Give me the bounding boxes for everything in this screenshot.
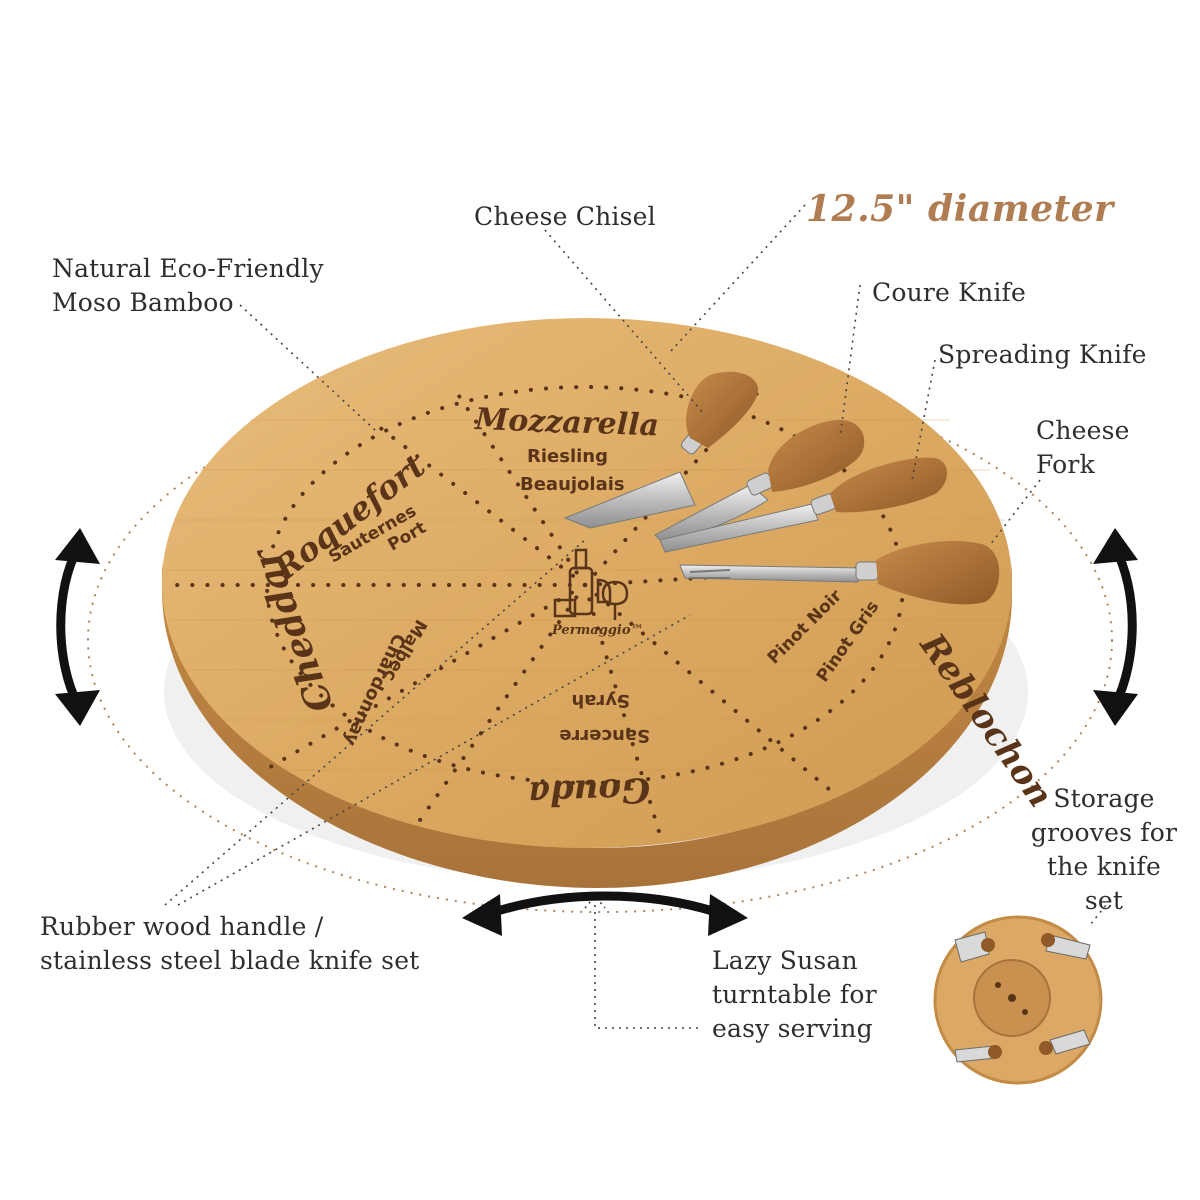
label-cheese-chisel-text: Cheese Chisel <box>474 202 656 231</box>
svg-text:Permaggio™: Permaggio™ <box>551 623 644 638</box>
label-spreading-knife: Spreading Knife <box>938 338 1147 372</box>
label-lazy-line1: Lazy Susan <box>712 946 858 975</box>
label-storage-line2: grooves for <box>1030 818 1178 847</box>
brand-logo: Permaggio™ <box>551 548 644 638</box>
label-rubber-line2: stainless steel blade knife set <box>40 946 420 975</box>
leader-lines <box>164 204 1111 1029</box>
wine-beaujolais: Beaujolais <box>520 474 625 495</box>
label-lazy-susan: Lazy Susan turntable for easy serving <box>712 944 877 1046</box>
rotate-arrow-left <box>55 528 100 726</box>
label-cheese-fork-line1: Cheese <box>1036 416 1130 445</box>
underside-inset <box>933 915 1103 1085</box>
label-natural-bamboo: Natural Eco-Friendly Moso Bamboo <box>52 252 324 320</box>
label-cheese-chisel: Cheese Chisel <box>474 200 656 234</box>
cheese-chisel <box>563 371 759 529</box>
label-storage-line3: the knife set <box>1047 852 1161 915</box>
label-coure-knife-text: Coure Knife <box>872 278 1026 307</box>
rotate-arrow-right <box>1093 528 1138 726</box>
cheese-fork <box>679 540 1000 605</box>
rotate-arrow-bottom <box>462 891 748 936</box>
label-diameter: 12.5" diameter <box>806 188 1114 230</box>
wine-riesling: Riesling <box>527 446 608 467</box>
label-coure-knife: Coure Knife <box>872 276 1026 310</box>
label-cheese-fork-line2: Fork <box>1036 450 1095 479</box>
label-storage-grooves: Storage grooves for the knife set <box>1024 782 1184 918</box>
spreading-knife <box>659 457 948 553</box>
label-lazy-line3: easy serving <box>712 1014 873 1043</box>
label-lazy-line2: turntable for <box>712 980 877 1009</box>
wine-syrah: Syrah <box>571 690 630 711</box>
label-cheese-fork: Cheese Fork <box>1036 414 1130 482</box>
cheese-mozzarella: Mozzarella <box>474 402 660 443</box>
label-knife-set-materials: Rubber wood handle / stainless steel bla… <box>40 910 419 978</box>
label-storage-line1: Storage <box>1053 784 1155 813</box>
label-rubber-line1: Rubber wood handle / <box>40 912 324 941</box>
wine-sancerre: Sancerre <box>559 725 650 746</box>
cheese-gouda: Gouda <box>527 769 651 813</box>
label-natural-line1: Natural Eco-Friendly <box>52 254 324 283</box>
label-natural-line2: Moso Bamboo <box>52 288 234 317</box>
label-spreading-knife-text: Spreading Knife <box>938 340 1147 369</box>
